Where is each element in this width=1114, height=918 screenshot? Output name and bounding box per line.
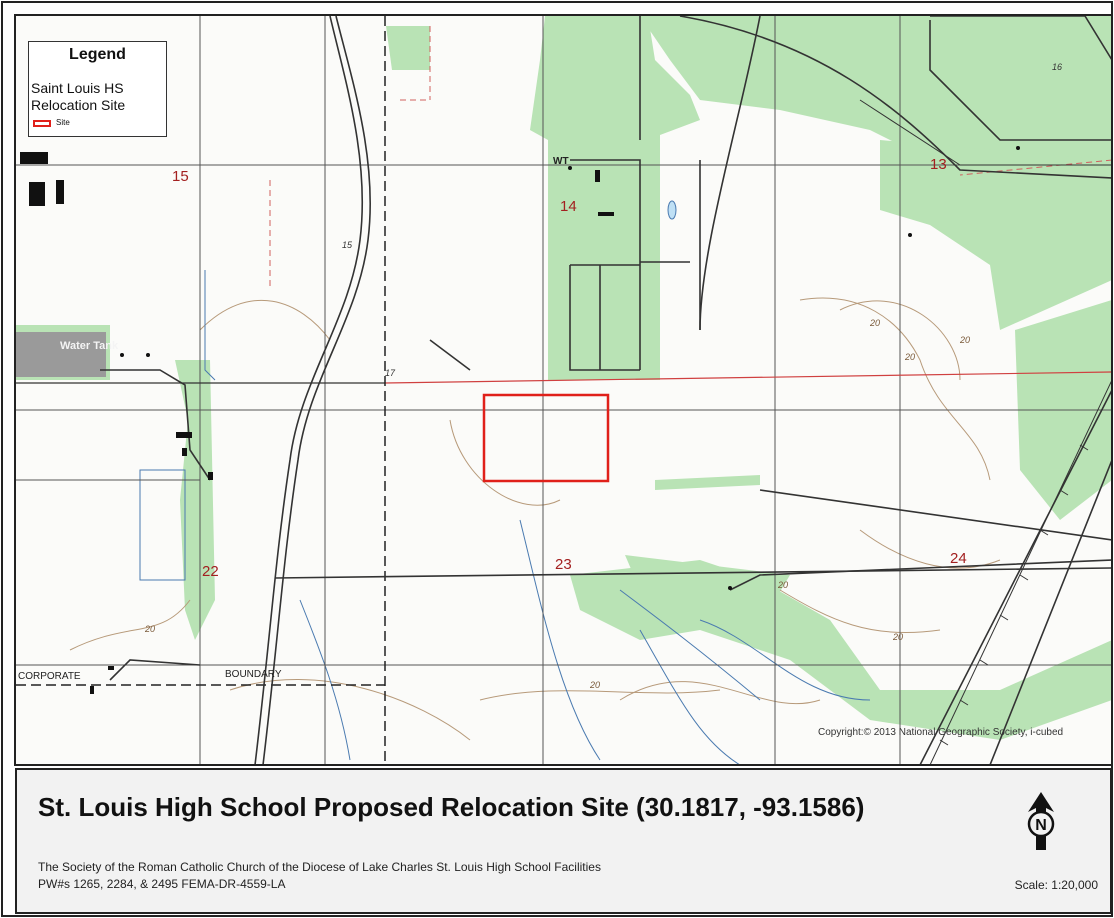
contour-label: 20 [905,352,916,362]
contour-label: 20 [893,632,904,642]
title-block: St. Louis High School Proposed Relocatio… [15,768,1112,914]
route-17-label: 17 [385,368,396,378]
section-grid [16,16,1111,764]
section-number-14: 14 [560,198,577,215]
map-scale: Scale: 1:20,000 [1014,878,1098,892]
legend-site-label: Site [56,118,70,127]
boundary-label: BOUNDARY [225,669,282,680]
section-number-15: 15 [172,168,189,185]
contour-label: 20 [870,318,881,328]
contour-label: 20 [960,335,971,345]
section-number-22: 22 [202,563,219,580]
road-16-label: 16 [1052,62,1063,72]
north-letter: N [1035,817,1047,834]
map-title: St. Louis High School Proposed Relocatio… [38,792,865,822]
section-number-23: 23 [555,556,572,573]
water-tank-label: Water Tank [60,340,119,352]
map-copyright: Copyright:© 2013 National Geographic Soc… [818,727,1064,738]
section-number-24: 24 [950,550,967,567]
legend-title: Legend [69,46,126,63]
water-tower-label: WT [553,156,569,167]
pond [667,200,677,220]
corporate-label: CORPORATE [18,671,81,682]
urban-area [16,332,106,377]
legend-layer-line2: Relocation Site [31,97,126,113]
corporate-boundary [16,16,386,764]
survey-line [384,371,1111,384]
relocation-site-boundary [482,393,610,483]
map-subtitle-line2: PW#s 1265, 2284, & 2495 FEMA-DR-4559-LA [38,877,286,891]
streams [139,270,871,764]
vegetation-areas [16,16,1111,740]
legend-layer-name: Saint Louis HS Relocation Site [31,80,125,114]
north-arrow-icon: N [1027,792,1055,850]
contour-label: 20 [590,680,601,690]
legend: Legend Saint Louis HS Relocation Site Si… [28,41,167,137]
section-number-13: 13 [930,156,947,173]
legend-site-swatch [33,120,51,127]
contour-label: 20 [145,624,156,634]
contour-label: 20 [778,580,789,590]
legend-layer-line1: Saint Louis HS [31,80,124,96]
map-subtitle-line1: The Society of the Roman Catholic Church… [38,860,601,874]
roads [100,16,1111,764]
route-15-label: 15 [342,240,353,250]
buildings [20,146,1020,694]
railroad [859,99,1111,764]
